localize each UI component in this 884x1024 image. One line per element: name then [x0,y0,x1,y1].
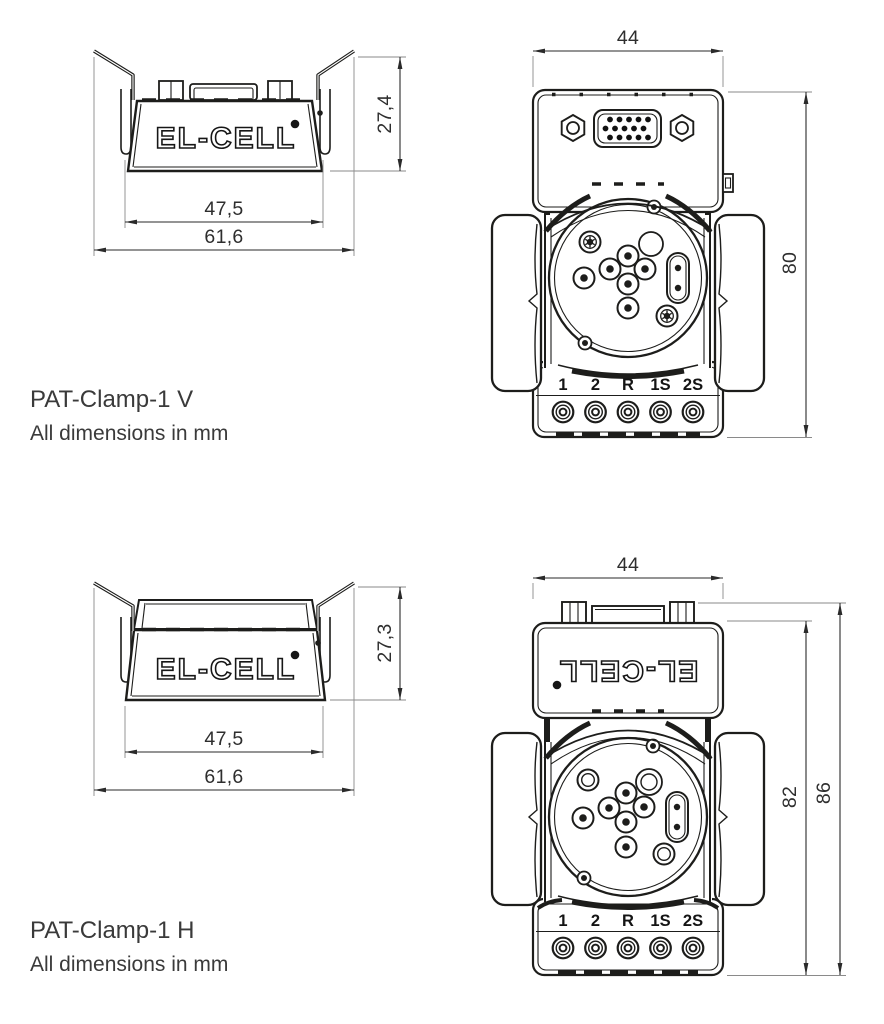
banana-jack [551,936,575,960]
port-labels: 1 2 R 1S 2S [558,376,703,394]
port-label-2s: 2S [683,376,703,394]
rotated-logo: EL-CELL [552,653,699,690]
side-flap-right [713,731,766,907]
side-latch [722,173,734,193]
body-pin-dot [315,640,321,646]
view-title-v: PAT-Clamp-1 V [30,386,193,413]
mounting-clip-left [120,89,132,155]
port-label-2: 2 [591,912,600,930]
logo-dot [290,119,300,129]
dim-label-height: 80 [779,252,801,274]
port-label-1s: 1S [650,376,670,394]
dim-label-height-outer: 86 [813,782,835,804]
el-cell-logo-text: EL-CELL [156,122,297,155]
dim-label-width-outer: 61,6 [204,226,243,248]
banana-jack-row [551,400,705,424]
stadium-slot [665,791,689,843]
open-hole [638,231,664,257]
extension-lines [93,586,406,796]
pat-clamp-h-front-view: EL-CELL [490,554,846,977]
el-cell-logo-text: EL-CELL [156,653,297,686]
view-note-v: All dimensions in mm [30,422,228,445]
pat-clamp-h-side-view: EL-CELL 47,5 61,6 27,3 [93,581,406,796]
torx-screw-bottom-right [655,304,679,328]
clamp-arch [543,709,713,765]
clamp-wires [93,49,355,100]
stadium-slot [666,252,690,304]
logo-dot [290,650,300,660]
banana-jack [649,936,672,960]
port-label-2s: 2S [683,912,703,930]
clamp-arch [543,182,713,238]
side-flap-left [490,731,543,907]
banana-jack [681,400,705,424]
extension-lines [532,583,846,976]
clamp-bottom-arch [557,364,699,379]
banana-jack [584,400,607,424]
device-body [124,628,327,702]
dim-label-width: 44 [617,27,639,49]
top-posts [158,80,293,101]
banana-jack [616,936,640,960]
contact-pin-cluster [571,781,656,859]
port-label-1: 1 [558,912,567,930]
view-title-h: PAT-Clamp-1 H [30,917,194,944]
hex-nut-left [560,113,586,143]
upper-logo-box: EL-CELL [531,601,725,720]
banana-jack [681,936,705,960]
vga-connector [593,109,662,148]
hex-nut-right [669,113,695,143]
top-tabs [561,601,695,626]
upper-connector-box [531,88,734,214]
dim-label-width-inner: 47,5 [204,728,243,750]
device-body [126,98,324,173]
banana-jack [551,400,575,424]
dim-label-width-outer: 61,6 [204,766,243,788]
pat-clamp-v-front-view: 1 2 R 1S 2S 44 80 [490,27,812,439]
pat-clamp-v-side-view: EL-CELL 47,5 61,6 27,4 [93,49,406,256]
open-ring-top-left [576,768,600,792]
open-ring-bottom-right [652,842,676,866]
port-labels: 1 2 R 1S 2S [558,912,703,930]
body-pin-dot [317,110,323,116]
port-label-r: R [622,376,634,394]
port-label-r: R [622,912,634,930]
plate-edge-dots [576,738,661,886]
side-flap-right [713,213,766,393]
mounting-clip-right [319,89,331,155]
dim-label-width: 44 [617,554,639,576]
banana-jack [584,936,607,960]
extension-lines [532,56,812,438]
port-label-1s: 1S [650,912,670,930]
port-label-2: 2 [591,376,600,394]
device-lid [132,599,319,632]
view-note-h: All dimensions in mm [30,953,228,976]
side-flap-left [490,213,543,393]
clamp-plate [547,197,709,359]
logo-dot [552,680,562,690]
port-label-1: 1 [558,376,567,394]
clamp-bottom-arch [536,895,720,910]
torx-screw-top-left [578,230,602,254]
clamp-wires [93,581,355,631]
banana-jack [616,400,640,424]
double-ring-hole [635,768,663,796]
dim-label-height: 27,3 [374,623,396,662]
el-cell-logo-text: EL-CELL [558,654,699,687]
banana-jack [649,400,672,424]
dim-label-width-inner: 47,5 [204,198,243,220]
clamp-plate [547,736,709,898]
dim-label-height: 27,4 [374,94,396,133]
connector-block-side [189,83,258,101]
vga-pins [602,116,651,141]
contact-pin-cluster [572,244,657,320]
dim-label-height-inner: 82 [779,786,801,808]
banana-jack-row [551,936,705,960]
